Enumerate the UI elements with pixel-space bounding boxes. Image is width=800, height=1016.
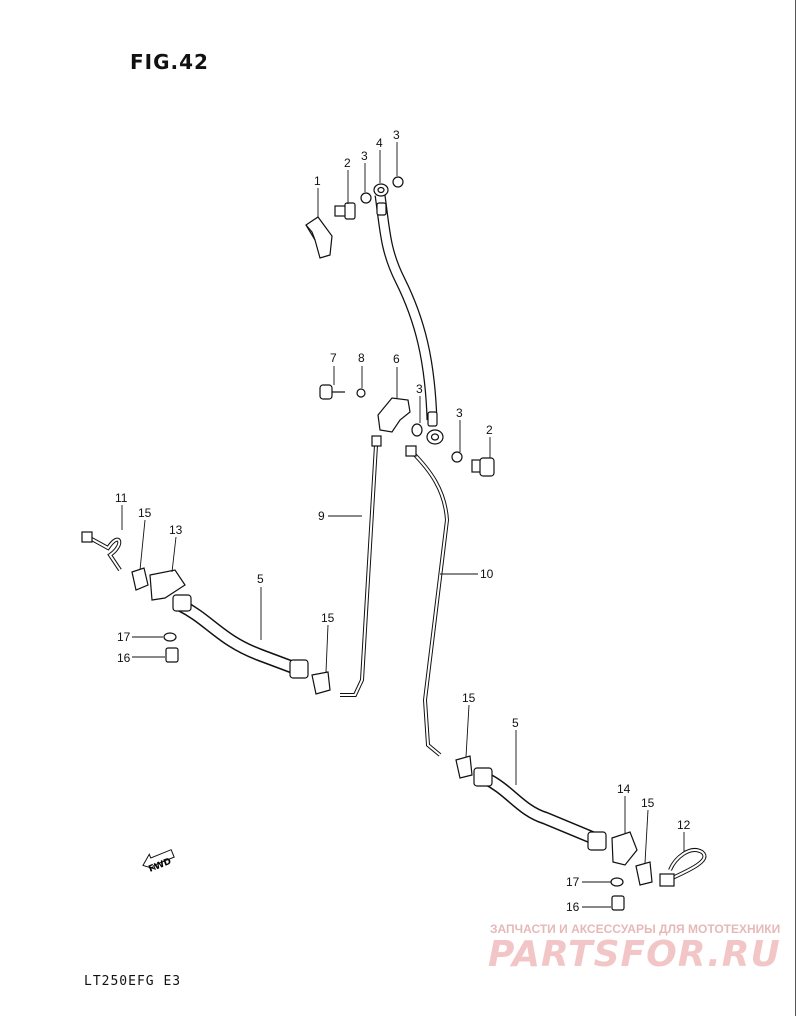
bracket-6 — [377, 397, 411, 433]
callout-9: 9 — [318, 509, 325, 523]
brake-hose-upper — [373, 183, 444, 445]
bolt-7 — [319, 384, 345, 400]
watermark-brand: PARTSFOR.RU — [488, 934, 781, 975]
callout-14: 14 — [617, 782, 631, 796]
fwd-arrow-icon — [142, 849, 175, 870]
callout-3-b: 3 — [393, 128, 400, 142]
clamp-15-right-lower — [635, 861, 653, 886]
callout-15-d: 15 — [641, 796, 655, 810]
callout-12: 12 — [677, 818, 691, 832]
model-code: LT250EFG E3 — [84, 974, 182, 989]
washer-right — [451, 451, 463, 463]
callout-5-left: 5 — [257, 572, 264, 586]
callout-15-a: 15 — [138, 506, 152, 520]
bolt-16-right — [611, 895, 625, 911]
union-bolt-upper — [334, 202, 356, 220]
brake-pipe-12 — [659, 848, 707, 887]
washer-17-left — [163, 632, 177, 642]
washer-top-left — [360, 192, 372, 204]
callout-17-left: 17 — [117, 630, 131, 644]
callout-15-c: 15 — [462, 691, 476, 705]
brake-pipe-10 — [405, 445, 450, 757]
callout-2-top: 2 — [344, 156, 351, 170]
callout-7: 7 — [330, 351, 337, 365]
bracket-13 — [149, 569, 186, 601]
leader-lines — [121, 142, 685, 908]
clamp-15-right-upper — [455, 755, 473, 779]
brake-hose-right — [473, 767, 607, 851]
bolt-16-left — [165, 647, 179, 663]
clamp-15-mid — [311, 671, 331, 695]
page-right-border — [795, 0, 800, 1016]
clamp-15-left — [131, 567, 149, 591]
washer-middle — [411, 423, 423, 437]
callout-1: 1 — [314, 174, 321, 188]
callout-16-left: 16 — [117, 651, 131, 665]
callout-16-right: 16 — [566, 900, 580, 914]
callout-3-c: 3 — [416, 382, 423, 396]
callout-4: 4 — [376, 136, 383, 150]
washer-8 — [356, 388, 366, 398]
brake-pipe-11 — [81, 531, 122, 572]
callout-8: 8 — [358, 351, 365, 365]
brake-hose-left — [172, 594, 309, 679]
washer-17-right — [610, 877, 624, 887]
fig-title: FIG.42 — [130, 50, 209, 74]
callout-3-d: 3 — [456, 406, 463, 420]
callout-6: 6 — [393, 352, 400, 366]
callout-3-a: 3 — [361, 149, 368, 163]
callout-15-b: 15 — [321, 611, 335, 625]
callout-5-right: 5 — [512, 716, 519, 730]
bracket-14 — [611, 831, 638, 866]
washer-top-right — [392, 176, 404, 188]
union-bolt-lower — [471, 457, 495, 477]
callout-11: 11 — [115, 491, 128, 505]
callout-13: 13 — [169, 523, 183, 537]
callout-2-bottom: 2 — [486, 423, 493, 437]
brake-pipe-9 — [340, 435, 382, 697]
hose-cover-boot — [305, 216, 333, 259]
watermark-subtitle: ЗАПЧАСТИ И АКСЕССУАРЫ ДЛЯ МОТОТЕХНИКИ — [490, 922, 781, 936]
callout-10: 10 — [480, 567, 494, 581]
callout-17-right: 17 — [566, 875, 580, 889]
